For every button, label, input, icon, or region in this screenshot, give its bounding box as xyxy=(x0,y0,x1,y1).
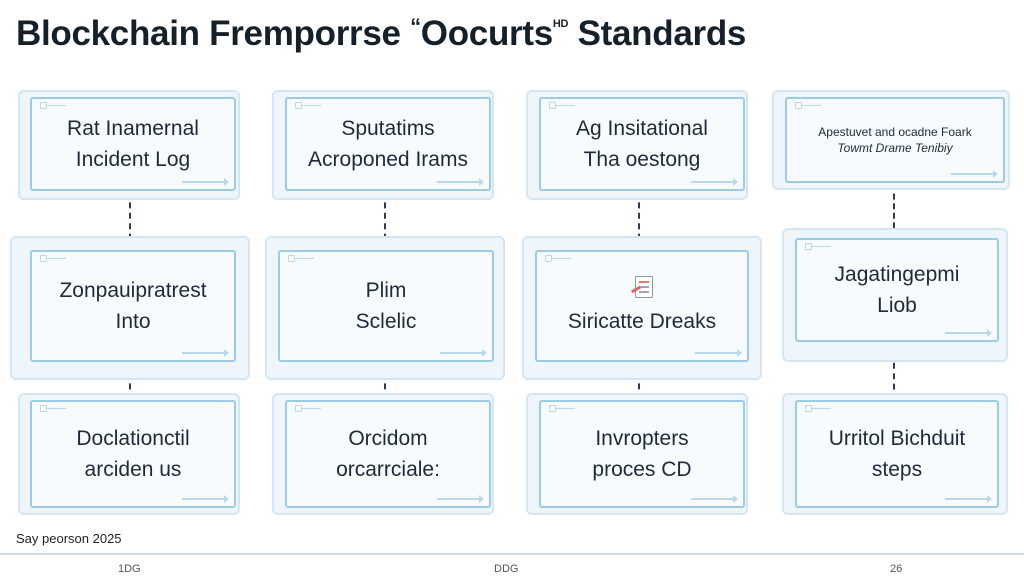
flow-connector xyxy=(129,362,131,400)
card-label-line: proces CD xyxy=(592,458,692,481)
card-corner-decoration xyxy=(295,102,321,112)
diagram-card-c2-1[interactable]: Siricatte Dreaks xyxy=(535,250,749,362)
card-label-line: Orcidom xyxy=(348,427,428,450)
diagram-card-c0-2[interactable]: Doclationctil arciden us xyxy=(30,400,236,508)
card-arrow-decoration xyxy=(182,495,229,503)
card-label-line: Towmt Drame Tenibiy xyxy=(837,141,953,155)
diagram-card-c2-2[interactable]: Invropters proces CD xyxy=(539,400,745,508)
card-arrow-decoration xyxy=(182,349,229,357)
card-label-line: Sputatims xyxy=(341,117,435,140)
card-label-line: Sclelic xyxy=(355,310,417,333)
card-label-line: Apestuvet and ocadne Foark xyxy=(818,125,972,139)
flow-connector xyxy=(384,362,386,400)
card-arrow-decoration xyxy=(945,329,992,337)
card-label-line: Siricatte Dreaks xyxy=(567,309,717,333)
card-arrow-decoration xyxy=(691,495,738,503)
card-corner-decoration xyxy=(795,102,821,112)
card-label-line: Zonpauipratrest xyxy=(59,279,207,302)
document-edit-icon xyxy=(630,275,653,300)
card-arrow-decoration xyxy=(951,170,998,178)
card-corner-decoration xyxy=(549,405,575,415)
card-corner-decoration xyxy=(805,405,831,415)
axis-tick: 1DG xyxy=(118,563,141,575)
flow-connector xyxy=(638,192,640,250)
card-label-line: Jagatingepmi xyxy=(834,263,960,286)
card-label-line: steps xyxy=(871,458,923,481)
footer-note: Say peorson 2025 xyxy=(16,531,122,546)
card-label-line: Invropters xyxy=(595,427,689,450)
card-arrow-decoration xyxy=(182,178,229,186)
card-corner-decoration xyxy=(40,255,66,265)
flow-connector xyxy=(893,184,895,238)
footer-divider xyxy=(0,553,1024,555)
card-corner-decoration xyxy=(40,405,66,415)
card-arrow-decoration xyxy=(695,349,742,357)
card-label-line: Plim xyxy=(365,279,407,302)
card-corner-decoration xyxy=(288,255,314,265)
card-corner-decoration xyxy=(40,102,66,112)
card-arrow-decoration xyxy=(440,349,487,357)
card-label-line: arciden us xyxy=(84,458,182,481)
card-corner-decoration xyxy=(295,405,321,415)
diagram-card-c1-2[interactable]: Orcidom orcarrciale: xyxy=(285,400,491,508)
card-label-line: orcarrciale: xyxy=(336,458,440,481)
flow-connector xyxy=(638,362,640,400)
card-label-line: Rat Inamernal xyxy=(67,117,199,140)
card-label-line: Ag Insitational xyxy=(576,117,708,140)
page-title: Blockchain Fremporrse “OocurtsHD Standar… xyxy=(16,14,747,53)
card-corner-decoration xyxy=(805,243,831,253)
axis-tick: DDG xyxy=(494,563,519,575)
axis-tick: 26 xyxy=(890,563,903,575)
card-arrow-decoration xyxy=(945,495,992,503)
flow-connector xyxy=(384,192,386,250)
card-corner-decoration xyxy=(545,255,571,265)
card-label-line: Urritol Bichduit xyxy=(828,427,966,450)
card-label-line: Doclationctil xyxy=(76,427,190,450)
card-label-line: Into xyxy=(115,310,151,333)
flow-connector xyxy=(129,192,131,250)
card-label-line: Incident Log xyxy=(75,148,191,171)
card-label-line: Liob xyxy=(877,294,917,317)
card-label-line: Tha oestong xyxy=(583,148,701,171)
flow-connector xyxy=(893,342,895,400)
diagram-card-c3-2[interactable]: Urritol Bichduit steps xyxy=(795,400,999,508)
card-corner-decoration xyxy=(549,102,575,112)
card-label-line: Acroponed Irams xyxy=(308,148,468,171)
card-arrow-decoration xyxy=(691,178,738,186)
card-arrow-decoration xyxy=(437,178,484,186)
card-arrow-decoration xyxy=(437,495,484,503)
